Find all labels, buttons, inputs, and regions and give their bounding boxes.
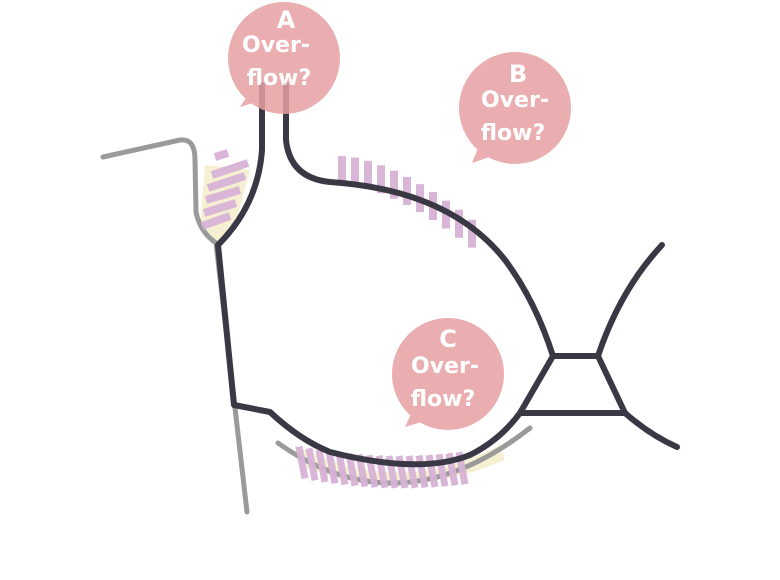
hatch-stroke xyxy=(305,447,319,481)
branch-upper xyxy=(595,242,665,359)
bubble-c-letter: C xyxy=(439,325,457,353)
hatch-stroke xyxy=(325,450,339,485)
hatch-stroke xyxy=(213,149,230,161)
hatch-stroke xyxy=(315,449,329,483)
bubble-a-line2: flow? xyxy=(247,66,312,91)
hatch-stroke xyxy=(210,159,250,179)
channel-right-wall xyxy=(283,82,556,359)
hatch-bottom xyxy=(295,445,469,489)
hatch-stroke xyxy=(206,172,247,192)
junction-box xyxy=(517,353,628,416)
hatch-stroke xyxy=(200,212,232,230)
gray-outline xyxy=(100,137,250,515)
hatch-stroke xyxy=(202,199,238,217)
bubble-b: B Over- flow? xyxy=(459,52,571,164)
bubble-c-line2: flow? xyxy=(411,387,476,412)
bubble-a-line1: Over- xyxy=(242,33,310,58)
hatch-stroke xyxy=(295,445,309,480)
bubble-c-line1: Over- xyxy=(411,354,479,379)
hatch-stroke xyxy=(415,454,429,489)
bubble-b-line2: flow? xyxy=(481,121,546,146)
hatch-left xyxy=(200,149,250,230)
branch-lower xyxy=(622,410,680,450)
bubble-a-letter: A xyxy=(277,6,296,34)
bubble-b-letter: B xyxy=(509,60,527,88)
hatch-top xyxy=(338,156,476,248)
bubble-a: A Over- flow? xyxy=(228,2,340,114)
hatch-stroke xyxy=(204,186,242,204)
channel-left-wall xyxy=(215,82,523,468)
channel-lines xyxy=(215,82,680,468)
hatch-stroke xyxy=(335,452,349,486)
hatch-stroke xyxy=(425,454,439,488)
hatch-stroke xyxy=(435,453,449,487)
bubble-b-line1: Over- xyxy=(481,88,549,113)
hatch-stroke xyxy=(405,455,419,489)
bubble-c: C Over- flow? xyxy=(392,318,504,430)
